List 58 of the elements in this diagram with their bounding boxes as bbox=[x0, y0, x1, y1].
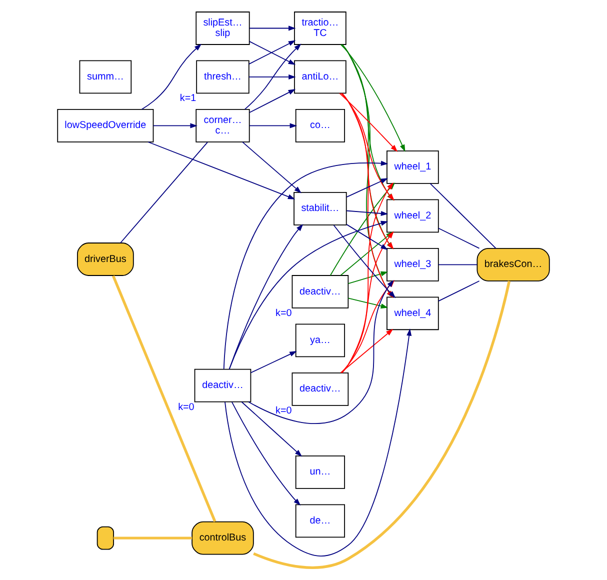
node-box: antiLo… bbox=[294, 60, 346, 94]
connector bbox=[430, 183, 496, 249]
node-box: summ… bbox=[79, 60, 132, 94]
arrow bbox=[152, 123, 198, 128]
arrow bbox=[346, 210, 388, 216]
node-box: wheel_4 bbox=[386, 296, 439, 330]
node-label: k=1 bbox=[180, 93, 196, 104]
node-box: stabilit… bbox=[294, 192, 347, 226]
node-box: controlBus bbox=[192, 521, 254, 555]
node-box: de… bbox=[295, 504, 345, 538]
arrow bbox=[250, 351, 297, 374]
arrow bbox=[241, 401, 302, 457]
connector bbox=[120, 142, 208, 244]
arrow bbox=[248, 74, 296, 80]
node-box: deactiv… bbox=[194, 368, 252, 402]
arrow bbox=[228, 220, 388, 370]
node-box: deactiv… bbox=[292, 372, 349, 406]
arrow bbox=[244, 44, 302, 110]
node-box bbox=[96, 526, 114, 550]
node-label: k=0 bbox=[178, 402, 194, 413]
node-box: slipEst… slip bbox=[196, 12, 250, 45]
arrow bbox=[348, 298, 388, 308]
node-box: wheel_1 bbox=[386, 150, 439, 184]
connector bbox=[438, 264, 478, 266]
arrow bbox=[340, 44, 406, 152]
arrow bbox=[148, 142, 296, 200]
node-box: co… bbox=[295, 109, 345, 142]
node-box: lowSpeedOverride bbox=[57, 109, 154, 142]
node-box: ya… bbox=[295, 324, 345, 358]
node-box: un… bbox=[295, 456, 345, 489]
arrow bbox=[224, 328, 412, 557]
arrow bbox=[249, 123, 298, 128]
node-label: k=0 bbox=[276, 308, 292, 319]
node-box: deactiv… bbox=[292, 275, 349, 308]
arrow bbox=[339, 92, 398, 152]
arrow bbox=[231, 402, 301, 506]
arrow bbox=[346, 224, 388, 250]
arrow bbox=[249, 26, 296, 31]
arrow bbox=[223, 160, 388, 370]
node-box: wheel_2 bbox=[386, 199, 439, 233]
connector bbox=[438, 228, 480, 249]
arrow bbox=[228, 224, 304, 370]
node-box: thresh… bbox=[196, 60, 250, 94]
connector bbox=[114, 536, 192, 540]
arrow bbox=[348, 271, 388, 284]
connector bbox=[112, 275, 216, 522]
node-label: k=0 bbox=[276, 405, 292, 416]
connector bbox=[438, 280, 480, 302]
node-box: tractio… TC bbox=[294, 12, 346, 45]
arrow bbox=[340, 328, 394, 374]
arrow bbox=[141, 44, 202, 110]
arrow bbox=[242, 142, 302, 194]
node-box: brakesCon… bbox=[476, 248, 550, 282]
arrow bbox=[249, 89, 296, 113]
arrow bbox=[346, 178, 388, 198]
node-box: corner… c… bbox=[196, 109, 250, 142]
node-box: driverBus bbox=[77, 242, 134, 276]
node-box: wheel_3 bbox=[386, 248, 439, 282]
